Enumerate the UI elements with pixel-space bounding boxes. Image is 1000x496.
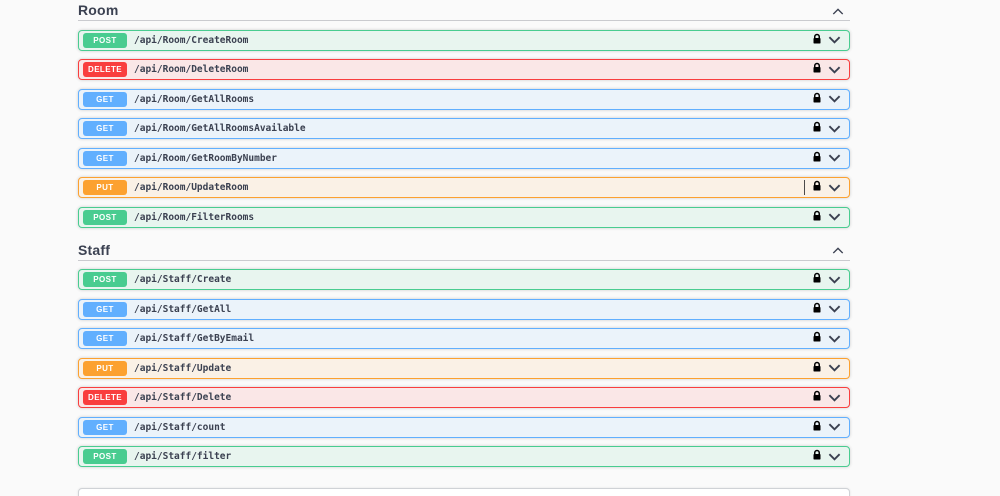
endpoint-path: /api/Room/UpdateRoom xyxy=(134,182,249,193)
lock-icon xyxy=(812,272,822,287)
endpoint-path: /api/Staff/filter xyxy=(134,451,232,462)
chevron-up-icon xyxy=(832,242,844,257)
lock-icon xyxy=(812,33,822,48)
collapse-section-button[interactable] xyxy=(826,242,850,257)
chevron-down-icon[interactable] xyxy=(828,394,841,402)
method-badge: DELETE xyxy=(83,62,127,77)
method-badge: GET xyxy=(83,331,127,346)
endpoint-row[interactable]: GET /api/Staff/GetByEmail xyxy=(78,328,850,349)
endpoint-row[interactable]: GET /api/Room/GetAllRooms xyxy=(78,88,850,110)
authorize-lock-button[interactable] xyxy=(812,390,822,405)
lock-icon xyxy=(812,62,822,77)
lock-icon xyxy=(812,361,822,376)
endpoint-path: /api/Staff/count xyxy=(134,421,226,433)
section-title: Room xyxy=(78,2,119,18)
lock-icon xyxy=(812,180,822,195)
lock-icon xyxy=(812,92,822,107)
endpoint-row[interactable]: GET /api/Room/GetAllRoomsAvailable xyxy=(78,118,850,139)
chevron-down-icon[interactable] xyxy=(828,213,841,221)
chevron-down-icon[interactable] xyxy=(828,66,841,74)
method-badge: GET xyxy=(83,419,127,435)
endpoint-row[interactable]: GET /api/Room/GetRoomByNumber xyxy=(78,147,850,169)
chevron-down-icon[interactable] xyxy=(828,276,841,284)
authorize-lock-button[interactable] xyxy=(812,92,822,107)
method-badge: PUT xyxy=(83,180,127,195)
endpoint-path: /api/Room/GetAllRooms xyxy=(134,93,255,105)
authorize-lock-button[interactable] xyxy=(812,62,822,77)
bottom-panel xyxy=(78,488,850,496)
authorize-lock-button[interactable] xyxy=(812,121,822,136)
endpoint-row[interactable]: GET /api/Staff/GetAll xyxy=(78,298,850,320)
section-staff: Staff POST /api/Staff/Create GET xyxy=(78,240,850,467)
chevron-down-icon[interactable] xyxy=(828,154,841,162)
endpoint-row[interactable]: POST /api/Staff/Create xyxy=(78,269,850,290)
authorize-lock-button[interactable] xyxy=(812,449,822,464)
endpoint-row[interactable]: DELETE /api/Staff/Delete xyxy=(78,387,850,408)
method-badge: POST xyxy=(83,209,127,225)
collapse-section-button[interactable] xyxy=(826,3,850,18)
authorize-lock-button[interactable] xyxy=(812,302,822,317)
endpoint-row[interactable]: DELETE /api/Room/DeleteRoom xyxy=(78,59,850,80)
section-room: Room POST /api/Room/CreateRoom DELETE xyxy=(78,0,850,228)
api-endpoint-list: Room POST /api/Room/CreateRoom DELETE xyxy=(78,0,850,496)
authorize-lock-button[interactable] xyxy=(812,151,822,166)
chevron-down-icon[interactable] xyxy=(828,125,841,133)
method-badge: POST xyxy=(83,272,127,287)
method-badge: GET xyxy=(83,301,127,317)
endpoint-path: /api/Room/GetAllRoomsAvailable xyxy=(134,123,306,134)
method-badge: GET xyxy=(83,91,127,107)
endpoint-path: /api/Room/FilterRooms xyxy=(134,211,255,223)
method-badge: POST xyxy=(83,449,127,464)
endpoint-row[interactable]: GET /api/Staff/count xyxy=(78,416,850,438)
chevron-down-icon[interactable] xyxy=(828,36,841,44)
authorize-lock-button[interactable] xyxy=(812,272,822,287)
chevron-up-icon xyxy=(832,3,844,18)
section-title: Staff xyxy=(78,241,111,258)
lock-icon xyxy=(812,331,822,346)
endpoint-path: /api/Room/DeleteRoom xyxy=(134,64,249,75)
lock-icon xyxy=(812,121,822,136)
endpoint-path: /api/Staff/Delete xyxy=(134,392,232,403)
chevron-down-icon[interactable] xyxy=(828,184,841,192)
chevron-down-icon[interactable] xyxy=(828,305,841,313)
method-badge: PUT xyxy=(83,360,127,376)
endpoint-row[interactable]: POST /api/Staff/filter xyxy=(78,446,850,467)
authorize-lock-button[interactable] xyxy=(812,33,822,48)
lock-icon xyxy=(812,390,822,405)
chevron-down-icon[interactable] xyxy=(828,95,841,103)
section-header-staff[interactable]: Staff xyxy=(78,240,850,261)
method-badge: POST xyxy=(83,32,127,48)
endpoint-path: /api/Room/GetRoomByNumber xyxy=(134,152,277,164)
endpoint-path: /api/Staff/GetAll xyxy=(134,303,232,315)
method-badge: GET xyxy=(83,121,127,136)
endpoint-path: /api/Staff/Create xyxy=(134,274,232,285)
endpoint-path: /api/Staff/GetByEmail xyxy=(134,333,255,344)
ibeam-text-cursor xyxy=(803,180,805,195)
method-badge: DELETE xyxy=(83,390,127,405)
endpoint-path: /api/Staff/Update xyxy=(134,362,232,374)
chevron-down-icon[interactable] xyxy=(828,453,841,461)
endpoint-path: /api/Room/CreateRoom xyxy=(134,34,249,46)
authorize-lock-button[interactable] xyxy=(812,420,822,435)
lock-icon xyxy=(812,210,822,225)
endpoint-row[interactable]: PUT /api/Staff/Update xyxy=(78,357,850,379)
endpoint-row[interactable]: POST /api/Room/CreateRoom xyxy=(78,29,850,51)
chevron-down-icon[interactable] xyxy=(828,423,841,431)
lock-icon xyxy=(812,151,822,166)
lock-icon xyxy=(812,302,822,317)
endpoint-row[interactable]: POST /api/Room/FilterRooms xyxy=(78,206,850,228)
endpoint-row[interactable]: PUT /api/Room/UpdateRoom xyxy=(78,177,850,198)
authorize-lock-button[interactable] xyxy=(812,361,822,376)
authorize-lock-button[interactable] xyxy=(812,210,822,225)
chevron-down-icon[interactable] xyxy=(828,335,841,343)
lock-icon xyxy=(812,420,822,435)
section-header-room[interactable]: Room xyxy=(78,0,850,21)
authorize-lock-button[interactable] xyxy=(812,180,822,195)
lock-icon xyxy=(812,449,822,464)
method-badge: GET xyxy=(83,150,127,166)
chevron-down-icon[interactable] xyxy=(828,364,841,372)
authorize-lock-button[interactable] xyxy=(812,331,822,346)
